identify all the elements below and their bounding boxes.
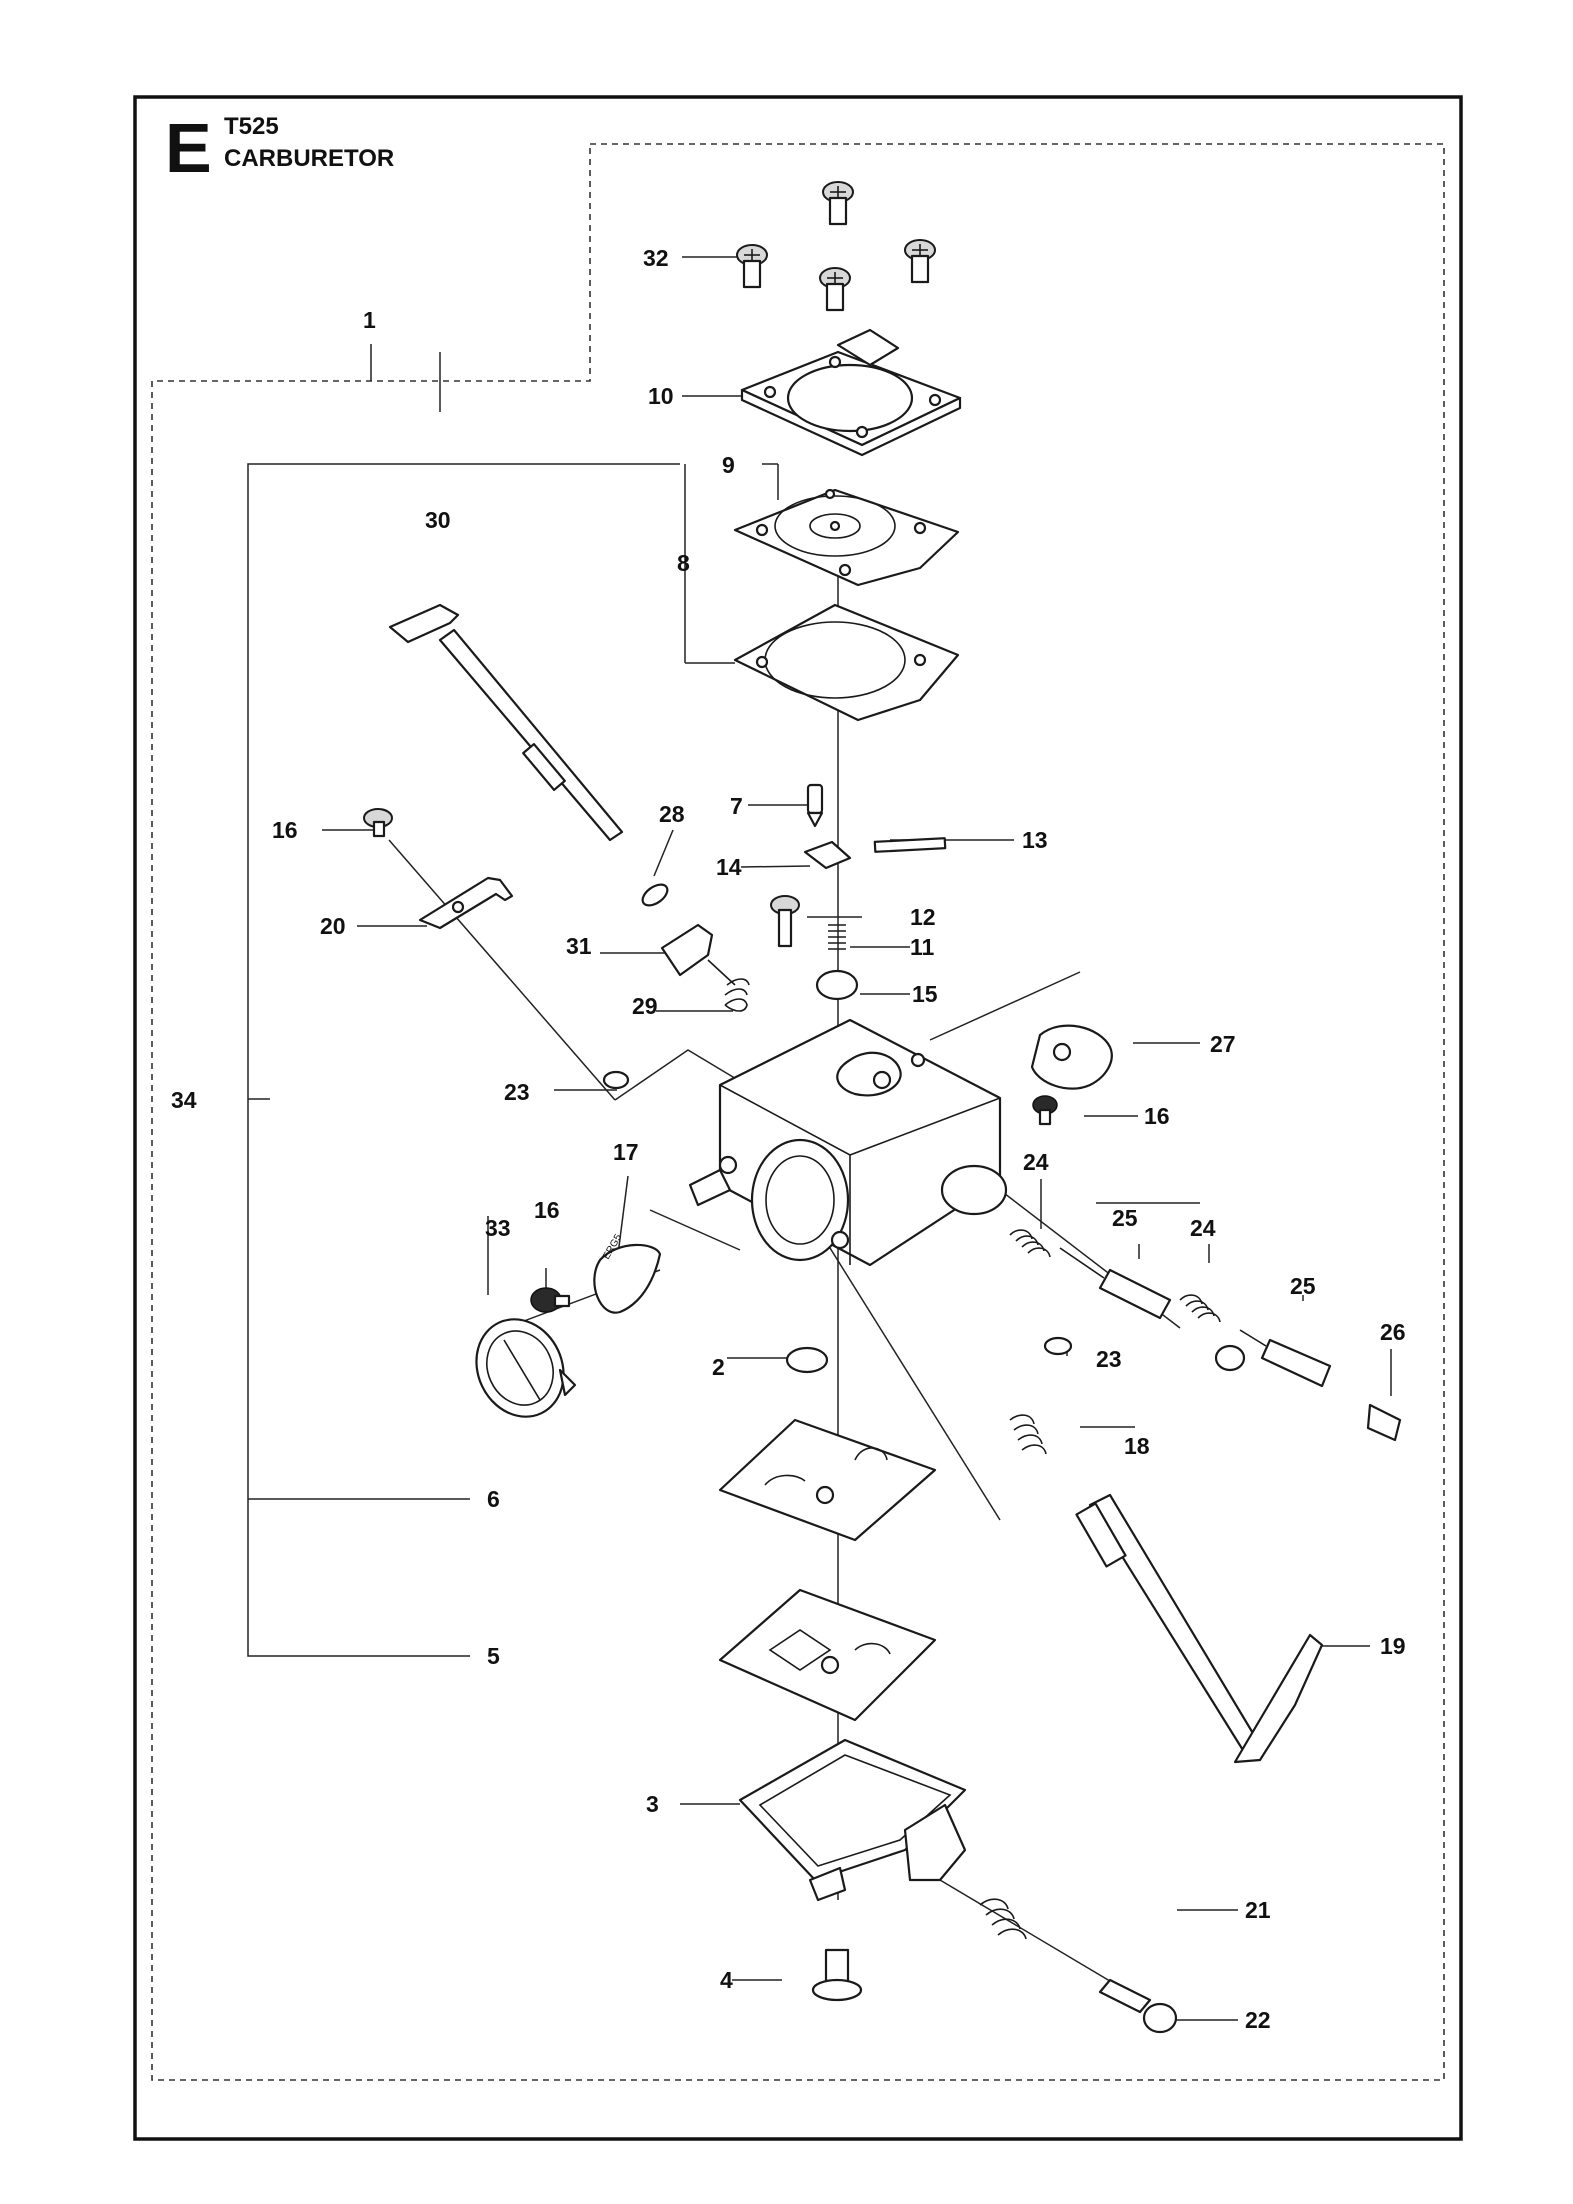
- diagram-title: CARBURETOR: [224, 145, 394, 172]
- diaphragm-9: [733, 488, 960, 587]
- washer-23-right: [1043, 1336, 1073, 1356]
- screw-16-left: [530, 1287, 571, 1313]
- page-frame: [133, 95, 1463, 2141]
- throttle-shaft-19: [1075, 1493, 1324, 1764]
- part-label-20: 20: [320, 913, 346, 939]
- part-label-24-left: 24: [1023, 1149, 1049, 1175]
- spring-24-right: [1179, 1294, 1221, 1323]
- lever-31: [660, 923, 714, 977]
- carburetor-body: [688, 1018, 1008, 1267]
- cover-27: [1030, 1024, 1113, 1090]
- part-label-10: 10: [648, 383, 674, 409]
- cap-33: [475, 1318, 577, 1418]
- part-label-23-left: 23: [504, 1079, 530, 1105]
- kit-bracket: [247, 463, 680, 1657]
- part-label-7: 7: [730, 793, 743, 819]
- part-label-25-right: 25: [1290, 1273, 1316, 1299]
- pump-cover-10: [740, 328, 962, 457]
- screw-12: [770, 895, 800, 948]
- part-label-5: 5: [487, 1643, 500, 1669]
- part-label-6: 6: [487, 1486, 500, 1512]
- part-label-21: 21: [1245, 1897, 1271, 1923]
- part-label-26: 26: [1380, 1319, 1406, 1345]
- part-label-2: 2: [712, 1354, 725, 1380]
- spring-18: [1009, 1414, 1047, 1455]
- screw-25-right: [1239, 1329, 1332, 1388]
- lever-20: [418, 876, 514, 930]
- part-label-19: 19: [1380, 1633, 1406, 1659]
- part-label-4: 4: [720, 1967, 733, 1993]
- disc-15: [815, 969, 859, 1001]
- part-label-25-left: 25: [1112, 1205, 1138, 1231]
- section-letter: E: [165, 109, 212, 187]
- spring-24-left: [1009, 1229, 1051, 1258]
- spring-21: [979, 1898, 1027, 1940]
- screw-4: [811, 1948, 863, 2002]
- gasket-6: [718, 1418, 937, 1542]
- part-label-29: 29: [632, 993, 658, 1019]
- part-label-34: 34: [171, 1087, 197, 1113]
- part-label-23-right: 23: [1096, 1346, 1122, 1372]
- ring-part: [1214, 1344, 1246, 1372]
- part-label-13: 13: [1022, 827, 1048, 853]
- part-label-8: 8: [677, 550, 690, 576]
- part-label-22: 22: [1245, 2007, 1271, 2033]
- plate-17: ERG5: [593, 1232, 662, 1314]
- part-label-24-right: 24: [1190, 1215, 1216, 1241]
- cap-26: [1366, 1403, 1402, 1442]
- part-label-32: 32: [643, 245, 669, 271]
- part-label-9: 9: [722, 452, 735, 478]
- lever-14: [803, 840, 852, 870]
- choke-shaft-30: [388, 603, 624, 842]
- gasket-8: [733, 603, 960, 722]
- part-label-14: 14: [716, 854, 742, 880]
- part-label-15: 15: [912, 981, 938, 1007]
- screw-16-right: [1032, 1095, 1058, 1126]
- disc-2: [785, 1346, 829, 1374]
- screw-16-top: [363, 808, 393, 838]
- pump-cover-3: [738, 1738, 967, 1902]
- screw-group-32: [736, 181, 936, 312]
- part-label-1: 1: [363, 307, 376, 333]
- part-label-27: 27: [1210, 1031, 1236, 1057]
- part-label-17: 17: [613, 1139, 639, 1165]
- part-label-11: 11: [910, 934, 935, 960]
- part-label-33: 33: [485, 1215, 511, 1241]
- pin-13: [873, 837, 947, 853]
- washer-28: [641, 883, 669, 907]
- part-label-28: 28: [659, 801, 685, 827]
- part-label-12: 12: [910, 904, 936, 930]
- part-label-3: 3: [646, 1791, 659, 1817]
- screw-22: [1098, 1978, 1178, 2034]
- screw-25-left: [1059, 1247, 1172, 1320]
- model-label: T525: [224, 113, 279, 140]
- diaphragm-5: [718, 1588, 937, 1722]
- part-label-31: 31: [566, 933, 592, 959]
- inlet-needle-7: [806, 783, 824, 828]
- spring-29: [707, 959, 750, 1012]
- part-label-16-right: 16: [1144, 1103, 1170, 1129]
- part-label-16-left: 16: [534, 1197, 560, 1223]
- part-label-30: 30: [425, 507, 451, 533]
- part-labels: 1 2 3 4 5 6 7 8 9 10 11 12 13 14 15 16 1…: [171, 245, 1406, 2033]
- spring-11: [828, 924, 846, 950]
- part-label-18: 18: [1124, 1433, 1150, 1459]
- part-label-16-top: 16: [272, 817, 298, 843]
- assembly-boundary: [151, 143, 1445, 2081]
- washer-23-left: [602, 1070, 630, 1090]
